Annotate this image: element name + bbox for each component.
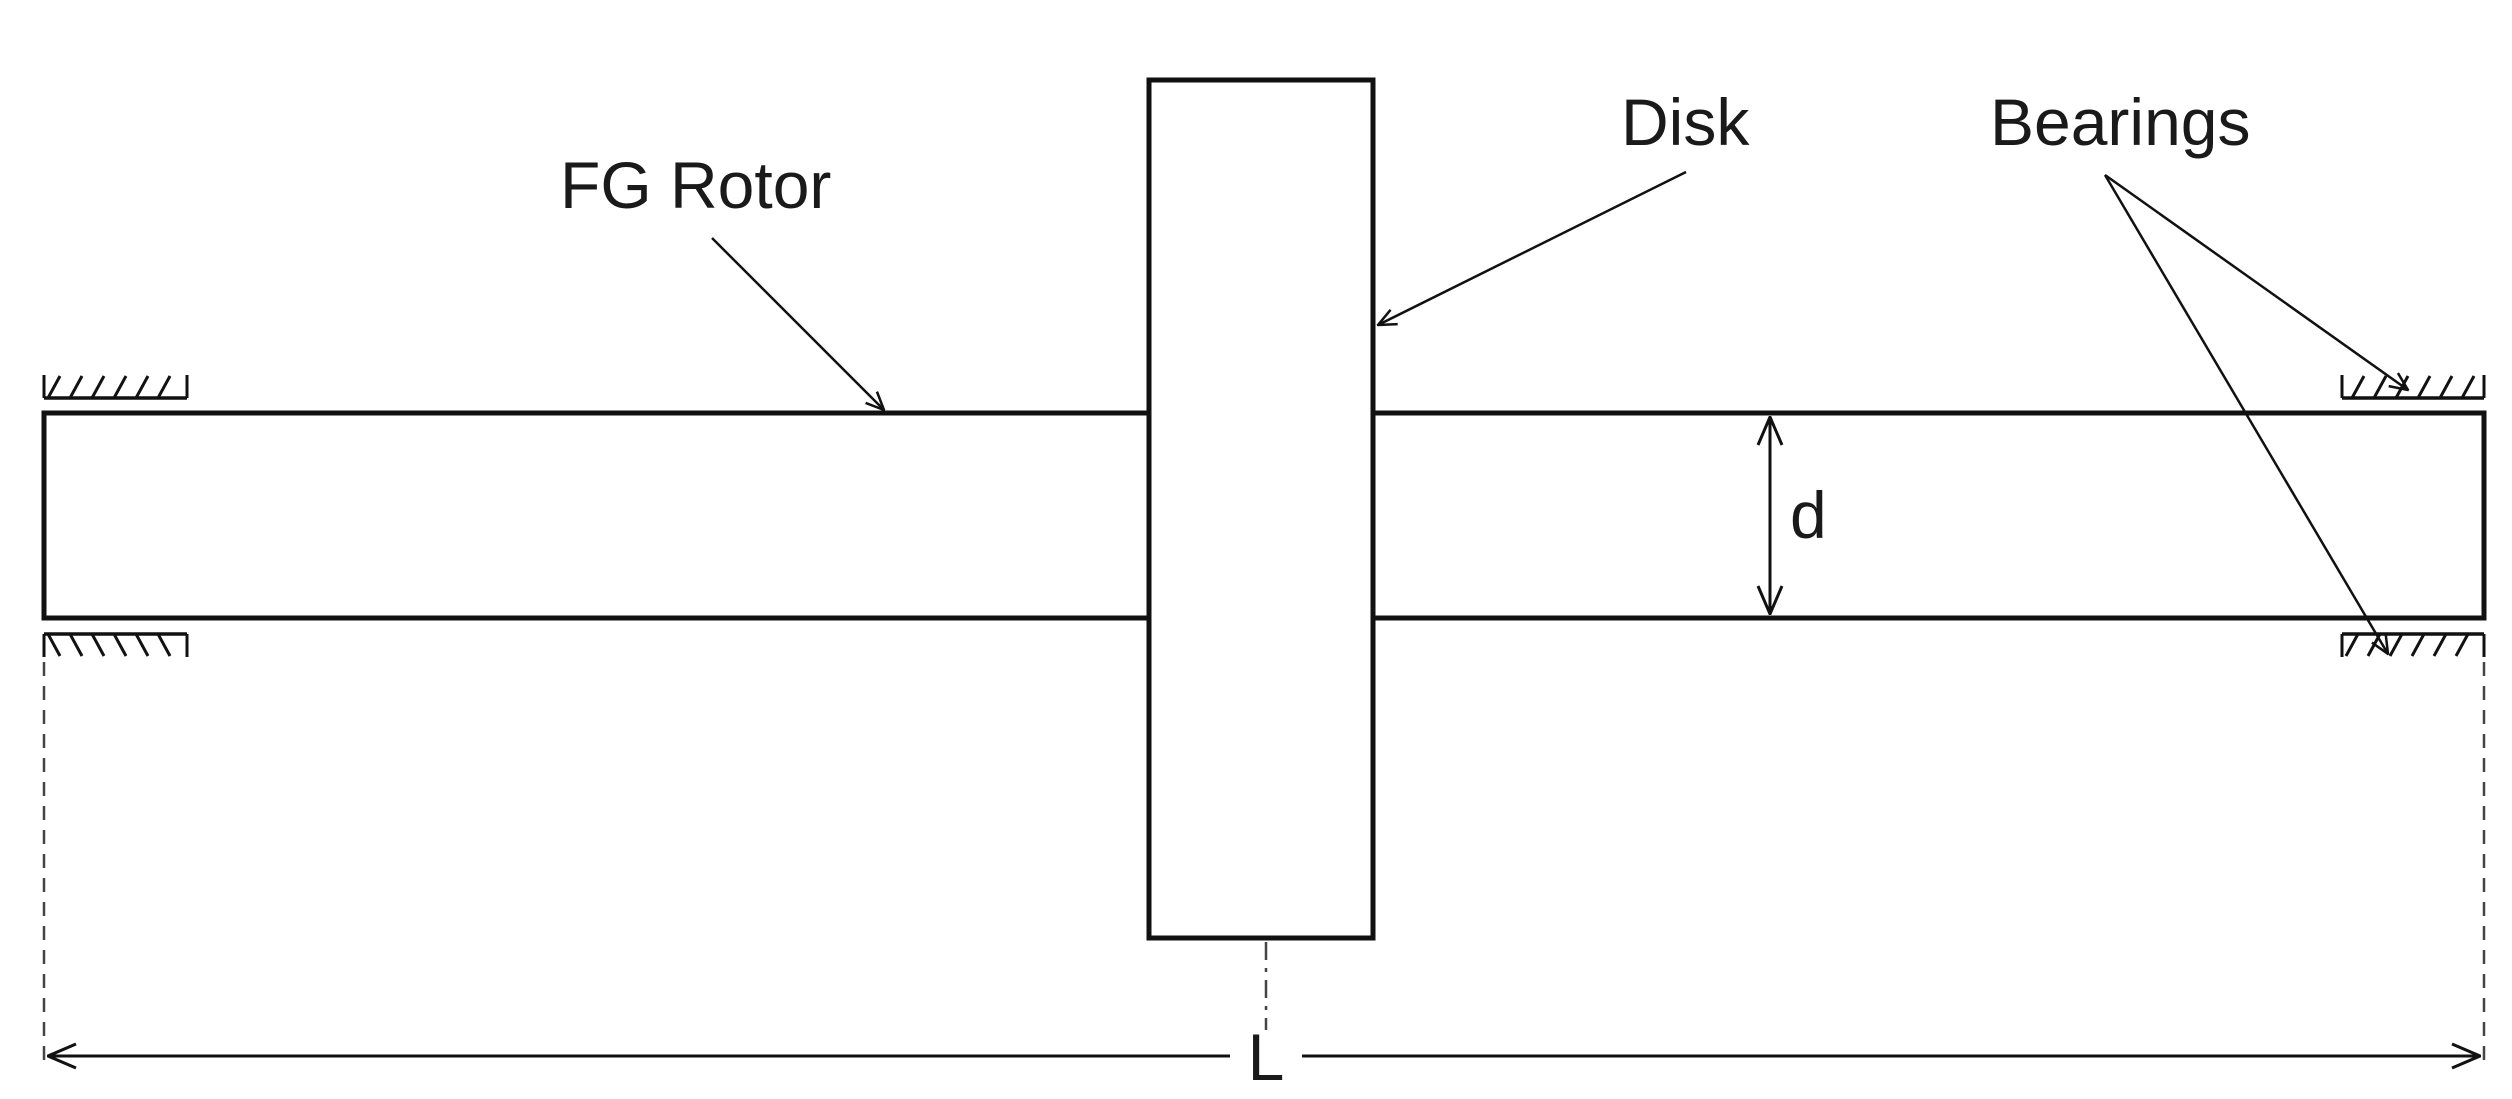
diameter-label: d	[1790, 478, 1827, 552]
bearings-leader-arrow-top	[2104, 173, 2408, 390]
disk-leader-arrow	[1378, 170, 1687, 325]
disk-label: Disk	[1621, 85, 1750, 159]
rotor-leader-arrow	[711, 237, 884, 410]
rotor-label: FG Rotor	[560, 148, 831, 222]
bearing-left-top	[42, 375, 189, 400]
disk	[1146, 77, 1376, 941]
bearing-left-bottom	[42, 632, 189, 657]
bearing-right-top	[2340, 375, 2486, 400]
bearings-leader-arrow-bottom	[2103, 174, 2388, 654]
length-label: L	[1248, 1020, 1285, 1094]
bearing-right-bottom	[2340, 632, 2486, 657]
bearings-label: Bearings	[1990, 85, 2251, 159]
